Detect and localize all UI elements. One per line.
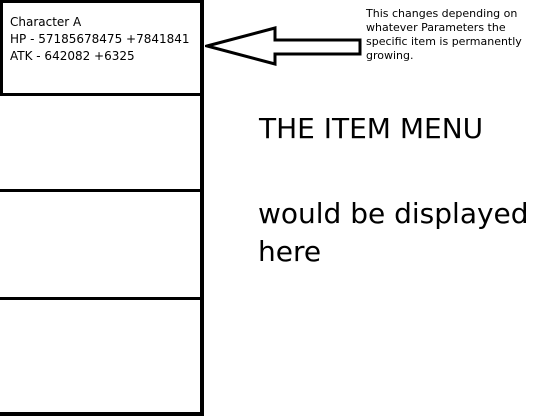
item-menu-description: would be displayed here xyxy=(258,197,529,268)
character-stats-text: Character A HP - 57185678475 +7841841 AT… xyxy=(10,14,190,65)
empty-slot-3 xyxy=(0,192,200,300)
empty-slot-4 xyxy=(0,300,200,412)
annotation-note: This changes depending on whatever Param… xyxy=(366,7,522,62)
character-stats-panel: Character A HP - 57185678475 +7841841 AT… xyxy=(0,0,200,96)
atk-stat: ATK - 642082 +6325 xyxy=(10,49,135,63)
character-name: Character A xyxy=(10,15,82,29)
empty-slot-2 xyxy=(0,96,200,192)
hp-stat: HP - 57185678475 +7841841 xyxy=(10,32,190,46)
inventory-slots-column: Character A HP - 57185678475 +7841841 AT… xyxy=(0,0,204,416)
left-arrow-icon xyxy=(205,26,362,66)
item-menu-heading: THE ITEM MENU xyxy=(259,112,484,145)
